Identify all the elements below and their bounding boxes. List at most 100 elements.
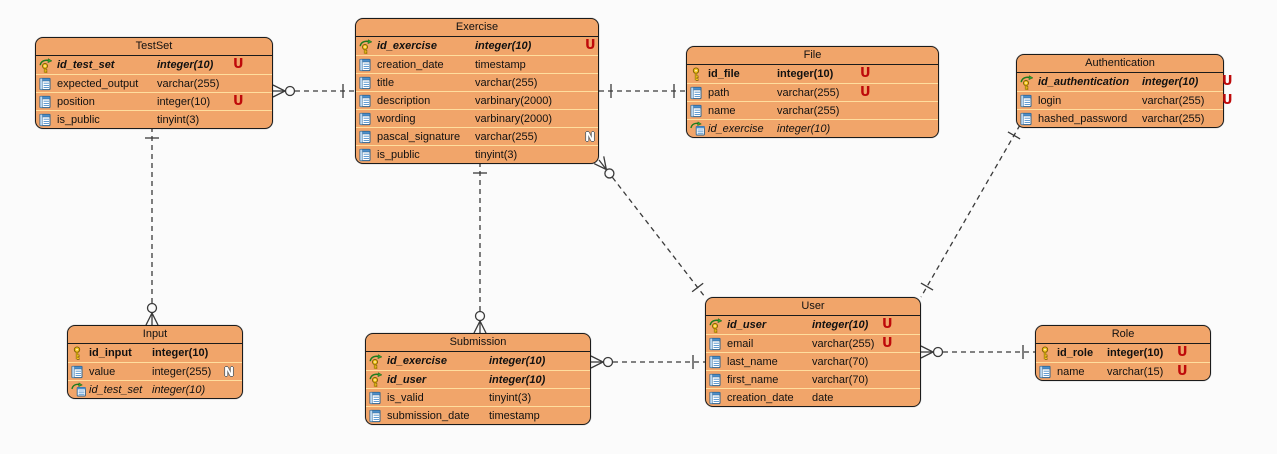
column-type: varchar(15): [1107, 365, 1164, 378]
table-title[interactable]: User: [706, 298, 920, 316]
relationship-input-testset[interactable]: [145, 126, 159, 326]
relationship-user-role[interactable]: [920, 345, 1035, 359]
column-type: integer(10): [812, 319, 869, 331]
column-icon: [359, 58, 377, 72]
relationship-authentication-user[interactable]: [920, 124, 1021, 298]
column-name: is_valid: [387, 391, 424, 404]
column-icon: [359, 76, 377, 90]
table-title[interactable]: Exercise: [356, 19, 598, 37]
relationship-submission-user[interactable]: [590, 355, 705, 369]
entity-table-authentication[interactable]: Authentication id_authentication integer(1…: [1016, 54, 1233, 128]
column-icon: [690, 86, 708, 100]
table-title[interactable]: Role: [1036, 326, 1210, 344]
column-row-is_public[interactable]: is_public tinyint(3): [36, 110, 272, 128]
column-type: timestamp: [475, 58, 526, 71]
column-icon: [359, 130, 377, 144]
column-name: email: [727, 337, 754, 350]
table-title[interactable]: Authentication: [1017, 55, 1223, 73]
column-icon: [709, 355, 727, 369]
column-type: integer(10): [777, 68, 834, 80]
table-title[interactable]: Submission: [366, 334, 590, 352]
unique-flag: U: [233, 57, 244, 72]
column-name: id_test_set: [57, 59, 115, 71]
column-row-expected_output[interactable]: expected_output varchar(255): [36, 74, 272, 92]
column-type: varbinary(2000): [475, 112, 553, 125]
table-title[interactable]: Input: [68, 326, 242, 344]
column-name: expected_output: [57, 77, 139, 90]
relationship-exercise-file[interactable]: [599, 84, 686, 98]
unique-flag: U: [1222, 92, 1233, 108]
column-type: varchar(255): [157, 77, 220, 90]
column-type: varchar(255): [812, 337, 875, 350]
column-type: integer(10): [1142, 76, 1199, 88]
column-name: id_authentication: [1038, 76, 1130, 88]
column-name: first_name: [727, 373, 779, 386]
column-fk-icon: [71, 382, 89, 397]
column-type: timestamp: [489, 409, 540, 422]
column-icon: [39, 95, 57, 109]
unique-flag: U: [860, 84, 871, 100]
column-type: varchar(255): [1142, 112, 1205, 125]
key-fk-icon: [39, 57, 57, 73]
column-icon: [709, 337, 727, 351]
table-title[interactable]: TestSet: [36, 38, 272, 56]
column-name: is_public: [57, 113, 100, 126]
column-name: value: [89, 365, 116, 378]
column-icon: [690, 104, 708, 118]
key-icon: [690, 67, 708, 81]
column-icon: [1020, 94, 1038, 108]
relationship-testset-exercise[interactable]: [272, 84, 355, 98]
column-name: name: [1057, 365, 1085, 378]
relationship-submission-exercise[interactable]: [473, 161, 487, 334]
column-name: id_test_set: [89, 383, 143, 396]
relationship-exercise-user[interactable]: [593, 156, 706, 298]
column-type: tinyint(3): [157, 113, 200, 126]
table-title[interactable]: File: [687, 47, 938, 65]
column-name: id_exercise: [377, 40, 437, 52]
column-name: id_file: [708, 68, 740, 80]
column-icon: [71, 365, 89, 379]
unique-flag: U: [1177, 345, 1188, 360]
unique-flag: U: [585, 38, 596, 53]
